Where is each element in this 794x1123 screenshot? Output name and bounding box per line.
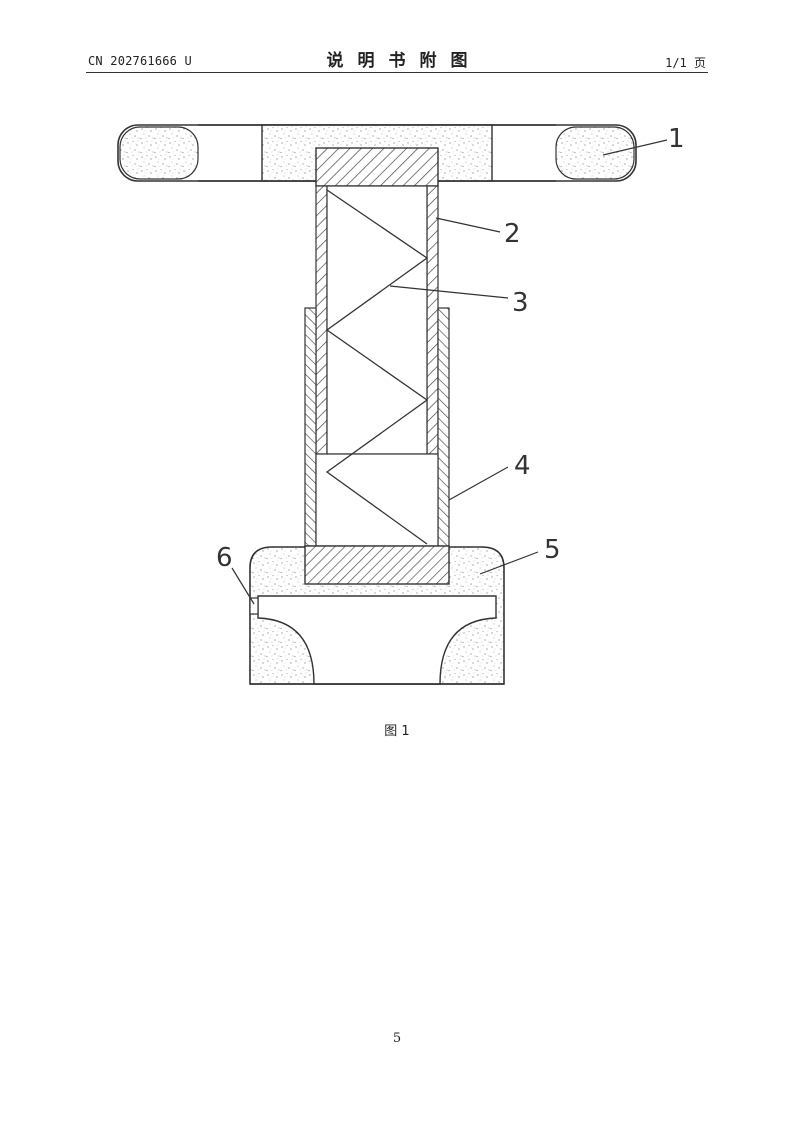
base-block: [249, 545, 505, 685]
side-button: [249, 597, 259, 615]
page-indicator: 1/1 页: [665, 56, 706, 70]
section-title: 说明书附图: [326, 51, 482, 71]
label-4: 4: [514, 451, 531, 481]
label-5: 5: [544, 535, 561, 565]
spring-zigzag: [325, 189, 429, 545]
patent-drawing: 1 2 3 4 5 6: [117, 124, 685, 685]
leader-lines: [231, 139, 668, 605]
header-rule: [86, 72, 708, 73]
label-2: 2: [504, 219, 521, 249]
label-6: 6: [216, 543, 233, 573]
figure-caption: 图 1: [384, 724, 410, 739]
inner-tube: [315, 147, 439, 455]
label-1: 1: [668, 124, 685, 154]
document-number: CN 202761666 U: [88, 54, 192, 68]
page-number: 5: [392, 1031, 402, 1046]
outer-sleeve: [304, 307, 450, 547]
label-3: 3: [512, 288, 529, 318]
